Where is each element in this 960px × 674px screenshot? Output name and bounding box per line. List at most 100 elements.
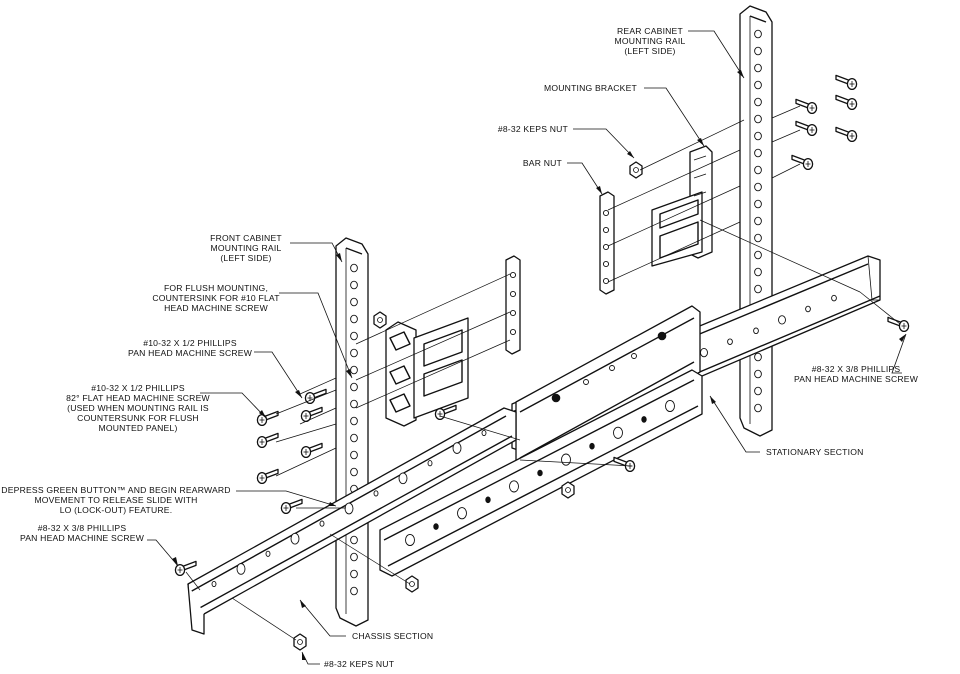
flat-head-10-line-5: MOUNTED PANEL) <box>98 423 177 433</box>
slide-hole <box>485 496 491 504</box>
slide-hole <box>211 580 217 588</box>
intermediate-section <box>515 305 701 471</box>
rear-rail-line-2: MOUNTING RAIL <box>615 36 686 46</box>
slide-hole <box>509 480 519 493</box>
rail-hole <box>350 382 358 392</box>
front-cabinet-mounting-rail <box>335 237 369 627</box>
rail-hole <box>754 46 762 56</box>
rail-hole <box>350 569 358 579</box>
slide-hole <box>457 507 467 520</box>
slide-hole <box>700 347 708 358</box>
screw-icon <box>300 406 323 423</box>
slide-hole <box>537 469 543 477</box>
label-pan-head-8-right: #8-32 X 3/8 PHILLIPS PAN HEAD MACHINE SC… <box>794 364 919 384</box>
slide-hole <box>727 338 733 345</box>
rail-hole <box>754 165 762 175</box>
rail-hole <box>350 365 358 375</box>
rail-hole <box>754 216 762 226</box>
front-rail-line-1: FRONT CABINET <box>210 233 282 243</box>
alignment-lines <box>185 105 901 641</box>
rail-hole <box>754 267 762 277</box>
slide-hole <box>805 305 811 313</box>
stationary-section-line-1: STATIONARY SECTION <box>766 447 864 457</box>
leader-lines <box>147 30 907 665</box>
slide-hole <box>433 523 439 530</box>
screw-icon <box>256 468 279 485</box>
slide-hole <box>265 550 271 557</box>
slide-hole <box>589 442 595 450</box>
rail-hole <box>350 399 358 409</box>
rear-mounting-bracket <box>651 145 713 267</box>
slide-hole <box>561 453 571 466</box>
rail-hole <box>754 369 762 379</box>
label-pan-head-8-left: #8-32 X 3/8 PHILLIPS PAN HEAD MACHINE SC… <box>20 523 145 543</box>
label-rear-cabinet-rail: REAR CABINET MOUNTING RAIL (LEFT SIDE) <box>615 26 686 56</box>
front-rail-line-3: (LEFT SIDE) <box>220 253 271 263</box>
slide-hole <box>753 327 759 335</box>
label-keps-nut-top: #8-32 KEPS NUT <box>498 124 569 134</box>
mounting-bracket-line-1: MOUNTING BRACKET <box>544 83 638 93</box>
flat-head-10-line-1: #10-32 X 1/2 PHILLIPS <box>91 383 185 393</box>
rail-hole <box>754 182 762 192</box>
rail-hole <box>754 29 762 39</box>
rail-hole <box>754 250 762 260</box>
bar-nut-line-1: BAR NUT <box>523 158 563 168</box>
rail-hole <box>350 348 358 358</box>
chassis-section <box>187 407 517 635</box>
screw-icon <box>835 94 858 111</box>
screw-icon <box>835 74 858 91</box>
screw-icon <box>795 120 818 137</box>
label-mounting-bracket: MOUNTING BRACKET <box>544 83 638 93</box>
keps-nut-bottom-line-1: #8-32 KEPS NUT <box>324 659 395 669</box>
label-flat-head-10: #10-32 X 1/2 PHILLIPS 82° FLAT HEAD MACH… <box>66 383 210 433</box>
rail-hole <box>754 80 762 90</box>
rail-hole <box>350 535 358 545</box>
rear-rail-line-3: (LEFT SIDE) <box>624 46 675 56</box>
screw-icon <box>791 154 814 171</box>
slide-hole <box>427 460 433 467</box>
rail-hole <box>350 297 358 307</box>
flat-head-10-line-3: (USED WHEN MOUNTING RAIL IS <box>67 403 209 413</box>
rail-hole <box>754 114 762 124</box>
label-flush-mounting: FOR FLUSH MOUNTING, COUNTERSINK FOR #10 … <box>152 283 280 313</box>
chassis-section-line-1: CHASSIS SECTION <box>352 631 433 641</box>
screw-icon <box>613 456 636 473</box>
rail-hole <box>754 233 762 243</box>
label-front-cabinet-rail: FRONT CABINET MOUNTING RAIL (LEFT SIDE) <box>210 233 282 263</box>
label-bar-nut: BAR NUT <box>523 158 563 168</box>
lower-inner-slide <box>379 369 703 577</box>
slide-hole <box>319 520 325 527</box>
rail-hole <box>754 403 762 413</box>
depress-button-line-2: MOVEMENT TO RELEASE SLIDE WITH <box>34 495 197 505</box>
pan-head-10-line-1: #10-32 X 1/2 PHILLIPS <box>143 338 237 348</box>
keps-nut-top-icon <box>629 161 643 179</box>
keps-nut-top-line-1: #8-32 KEPS NUT <box>498 124 569 134</box>
screw-icon <box>835 126 858 143</box>
rail-hole <box>350 450 358 460</box>
rail-hole <box>754 386 762 396</box>
slide-hole <box>665 399 675 413</box>
flush-mounting-line-1: FOR FLUSH MOUNTING, <box>164 283 268 293</box>
front-mounting-bracket <box>385 317 469 427</box>
rail-hole <box>350 552 358 562</box>
rail-hole <box>754 148 762 158</box>
rear-bar-nut <box>599 191 615 295</box>
rear-cabinet-mounting-rail <box>739 5 773 437</box>
label-depress-button: DEPRESS GREEN BUTTON™ AND BEGIN REARWARD… <box>1 485 230 515</box>
slide-hole <box>290 532 300 545</box>
flush-mounting-line-2: COUNTERSINK FOR #10 FLAT <box>152 293 280 303</box>
rail-hole <box>350 263 358 273</box>
screw-icon <box>256 410 279 427</box>
pan-head-8-right-line-2: PAN HEAD MACHINE SCREW <box>794 374 919 384</box>
rail-hole <box>754 97 762 107</box>
flat-head-10-line-2: 82° FLAT HEAD MACHINE SCREW <box>66 393 210 403</box>
front-bar-nut <box>505 255 521 355</box>
rail-hole <box>350 280 358 290</box>
screw-icon <box>174 560 197 577</box>
label-pan-head-10: #10-32 X 1/2 PHILLIPS PAN HEAD MACHINE S… <box>128 338 253 358</box>
screw-icon <box>887 316 910 333</box>
rail-hole <box>754 352 762 362</box>
slide-hole <box>236 563 246 575</box>
rail-hole <box>350 314 358 324</box>
